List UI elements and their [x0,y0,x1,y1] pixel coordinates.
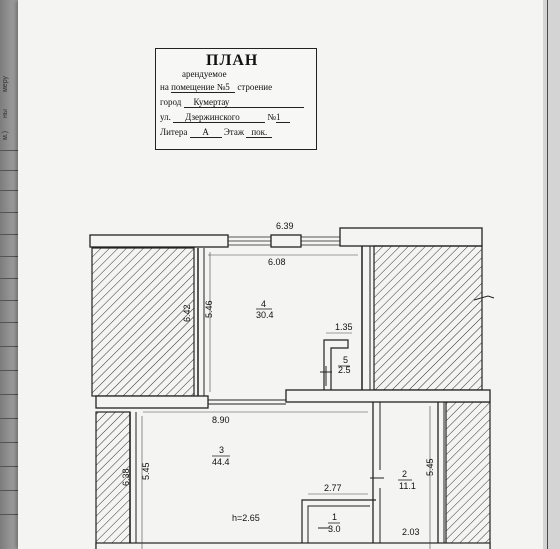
row-city: город Кумертау [160,97,304,108]
hatched-area-right [373,245,483,391]
dim-closet-width: 1.35 [335,322,353,332]
row-street-value: Дзержинского [173,112,266,123]
room2-area: 11.1 [399,481,416,491]
row-street-num-label: № [267,112,276,122]
row-premises-label: на [160,82,169,92]
window-top-right [301,236,340,246]
wall-middle-right [285,389,491,403]
row-city-value: Кумертау [183,97,304,108]
hatched-area-left [91,247,195,397]
dim-mid-width: 8.90 [212,415,230,425]
room1-walls [301,499,376,549]
row-street: ул. Дзержинского №1 [160,112,290,123]
wall-top-left [89,234,229,248]
wall-bottom [95,542,491,549]
title: ПЛАН [206,52,259,69]
row-street-num-value: 1 [275,112,290,123]
row-floor-label: Этаж [223,127,245,137]
row-premises: на помещение №5 строение [160,82,272,93]
closet-5-walls [323,339,349,390]
room5-number: 5 [343,355,349,365]
window-top-left [228,236,271,246]
dim-room3-left-outer: 6.38 [121,468,131,486]
dim-room2-height: 5.45 [425,458,435,476]
subtitle: арендуемое [182,69,227,79]
dim-bottom-width: 2.77 [324,483,342,493]
room1-number: 1 [332,512,338,522]
room4-number: 4 [261,299,267,309]
room3-number: 3 [219,445,225,455]
row-street-label: ул. [160,112,171,122]
row-premises-suffix: строение [237,82,273,92]
document-sheet: ПЛАН арендуемое на помещение №5 строение… [18,0,543,549]
dim-room4-left-outer: 6.42 [182,304,192,322]
margin-fragment-2: ны [2,109,9,118]
row-letter-label: Литера [160,127,188,137]
room5-area: 2.5 [338,365,351,375]
dim-top-outer: 6.39 [276,221,294,231]
dim-bottom-right: 2.03 [402,527,420,537]
wall-top-mid [270,234,302,248]
section-arrow [473,295,495,301]
room4-area: 30.4 [256,310,274,320]
row-city-label: город [160,97,182,107]
row-floor-value: пок. [246,127,273,138]
room3-area: 44.4 [212,457,230,467]
room2-number: 2 [402,469,408,479]
hatched-area-bottom-right [445,401,491,549]
margin-fragment-1: меру [2,75,9,92]
next-page-edge [543,0,560,549]
dim-top-inner: 6.08 [268,257,286,267]
row-premises-value: помещение №5 [171,82,236,93]
margin-lines [0,150,22,549]
wall-top-right [339,227,483,247]
margin-fragment-3: м.) [2,130,9,140]
ceiling-height: h=2.65 [232,513,260,523]
floor-plan-drawing [89,227,495,549]
dim-room4-left-inner: 5.46 [204,300,214,318]
hatched-area-bottom-left [95,411,131,549]
dim-room3-left-inner: 5.45 [141,462,151,480]
title-block: ПЛАН арендуемое на помещение №5 строение… [155,48,317,150]
row-letter: Литера А Этаж пок. [160,127,273,138]
wall-middle-left [95,395,209,409]
row-letter-value: А [189,127,222,138]
room1-area: 3.0 [328,524,341,534]
